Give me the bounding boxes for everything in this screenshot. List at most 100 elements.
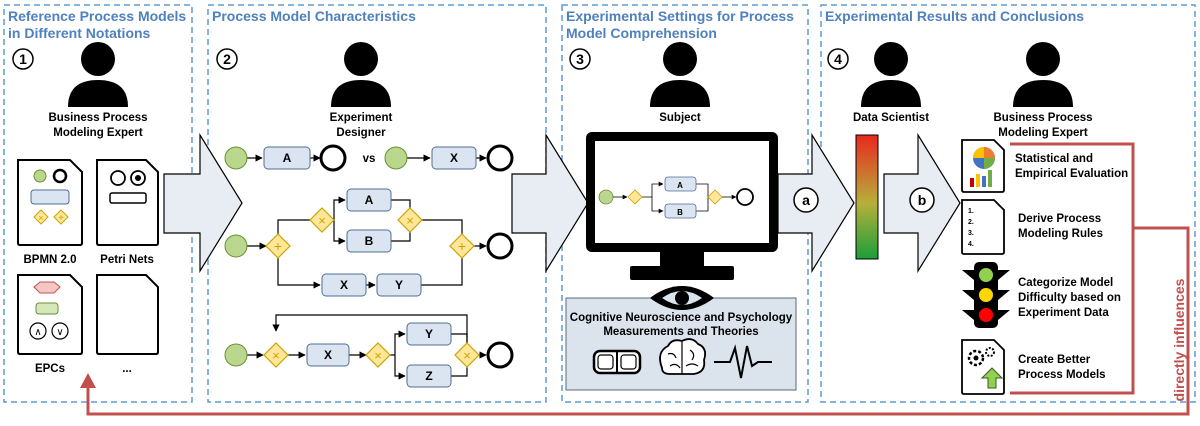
svg-text:×: × — [318, 213, 326, 228]
task-a — [664, 176, 697, 192]
panel-1-title-line1: Reference Process Models — [8, 8, 186, 24]
panel-3-title-line1: Experimental Settings for Process — [566, 8, 794, 24]
task-a — [346, 188, 392, 212]
person-icon — [861, 42, 921, 107]
actor-expert-1-line2: Modeling Expert — [53, 127, 143, 139]
svg-text:×: × — [38, 213, 43, 223]
arrow-b-label: b — [918, 192, 927, 208]
person-icon — [1013, 42, 1073, 107]
step-number-3: 3 — [569, 48, 591, 70]
svg-text:×: × — [406, 213, 414, 228]
task-x — [431, 146, 477, 170]
task-b — [346, 229, 392, 253]
exclusive-gateway: × — [454, 342, 480, 368]
result-3-line2: Difficulty based on — [1018, 292, 1121, 304]
task-x — [321, 273, 367, 297]
chart-document-icon — [961, 139, 1005, 193]
monitor-icon — [586, 132, 778, 280]
rule-2: 2. — [968, 219, 974, 226]
svg-text:×: × — [272, 348, 280, 363]
task-a-label: A — [365, 193, 374, 207]
arrow-a-marker — [793, 187, 819, 213]
neuroscience-line2: Measurements and Theories — [603, 326, 758, 338]
result-2-line2: Modeling Rules — [1018, 228, 1103, 240]
traffic-light-icon — [962, 262, 1010, 328]
task-y-label: Y — [395, 278, 403, 292]
eye-tracker-goggles-icon — [592, 349, 642, 375]
start-event — [598, 189, 614, 205]
end-event — [486, 232, 514, 260]
task-a — [263, 146, 311, 170]
notation-bpmn-label: BPMN 2.0 — [23, 254, 76, 266]
arrow-b-marker — [909, 187, 935, 213]
person-icon — [68, 42, 128, 107]
model-2-flows — [247, 196, 487, 289]
task-y — [406, 322, 452, 346]
svg-text:×: × — [463, 348, 471, 363]
exclusive-gateway — [707, 189, 723, 205]
notation-more-label: ... — [122, 363, 132, 375]
result-1-line2: Empirical Evaluation — [1015, 168, 1128, 180]
start-event — [224, 146, 248, 170]
svg-text:+: + — [274, 238, 282, 254]
result-2-line1: Derive Process — [1018, 213, 1101, 225]
task-z — [406, 364, 452, 388]
heartbeat-signal-icon — [714, 344, 772, 379]
epc-document-icon: ∧ ∨ — [17, 274, 83, 355]
end-event — [736, 188, 754, 206]
rule-3: 3. — [968, 230, 974, 237]
step-number-2: 2 — [216, 48, 238, 70]
task-b-label: B — [677, 208, 683, 217]
panel-1-border — [3, 4, 193, 403]
panel-4-title: Experimental Results and Conclusions — [825, 8, 1084, 24]
exclusive-gateway: × — [263, 342, 289, 368]
epc-and-connector: ∧ — [34, 327, 41, 338]
process-arrow-1-to-2 — [163, 132, 243, 274]
end-event — [486, 341, 514, 369]
person-icon — [331, 42, 391, 107]
petri-net-document-icon — [96, 159, 159, 246]
notation-epc-label: EPCs — [35, 363, 65, 375]
parallel-gateway: + — [449, 233, 475, 259]
result-4-line2: Process Models — [1018, 369, 1106, 381]
svg-text:4: 4 — [834, 51, 842, 67]
exclusive-gateway — [627, 189, 643, 205]
numbered-list-document-icon: 1. 2. 3. 4. — [961, 199, 1005, 255]
task-x-label: X — [324, 348, 332, 362]
svg-text:3: 3 — [576, 51, 584, 67]
actor-designer-line1: Experiment — [330, 112, 393, 124]
actor-expert-4-line1: Business Process — [993, 112, 1092, 124]
gear-upgrade-document-icon — [961, 339, 1005, 395]
vs-label: vs — [363, 153, 376, 165]
actor-subject: Subject — [659, 112, 701, 124]
end-event — [319, 144, 347, 172]
actor-expert-4-line2: Modeling Expert — [998, 127, 1088, 139]
task-z-label: Z — [425, 369, 432, 383]
notation-petri-label: Petri Nets — [100, 254, 154, 266]
actor-expert-1-line1: Business Process — [48, 112, 147, 124]
start-event — [224, 343, 248, 367]
epc-or-connector: ∨ — [56, 327, 63, 338]
start-event — [224, 234, 248, 258]
person-icon — [650, 42, 710, 107]
neuroscience-line1: Cognitive Neuroscience and Psychology — [570, 312, 793, 324]
task-y — [376, 273, 422, 297]
task-x-label: X — [450, 151, 458, 165]
actor-designer-line2: Designer — [336, 127, 386, 139]
actor-data-scientist: Data Scientist — [853, 112, 929, 124]
bpmn-document-icon: × + — [17, 159, 83, 246]
task-a-label: A — [677, 181, 683, 190]
end-event — [486, 144, 514, 172]
influence-arrow — [80, 142, 1190, 416]
arrow-a-label: a — [802, 192, 810, 208]
task-x — [306, 343, 350, 367]
task-x-label: X — [340, 278, 348, 292]
rule-4: 4. — [968, 241, 974, 248]
svg-text:1: 1 — [19, 51, 27, 67]
step-number-1: 1 — [12, 48, 34, 70]
panel-3-title-line2: Model Comprehension — [566, 25, 717, 41]
task-y-label: Y — [425, 327, 433, 341]
difficulty-heat-bar — [855, 134, 879, 260]
